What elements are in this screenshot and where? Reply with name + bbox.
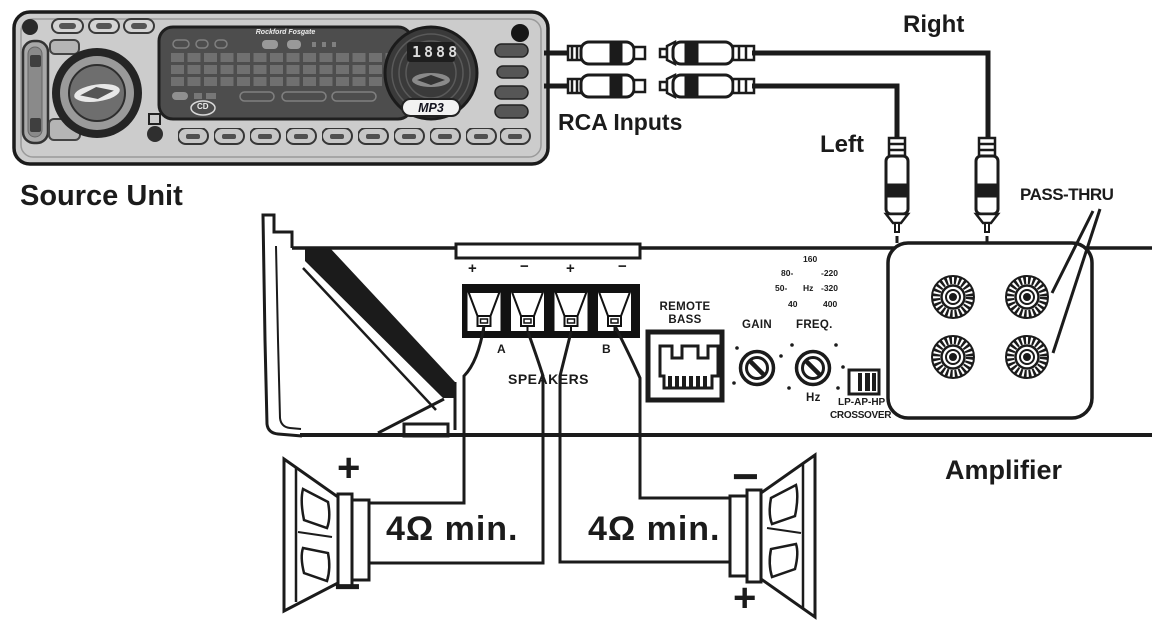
right-cable [752,50,991,138]
rca-inputs-label: RCA Inputs [558,109,683,135]
volume-knob-icon [48,39,142,141]
crossover-switch-icon [847,368,881,396]
speaker-wires [370,325,732,565]
pass-thru-pointer-1 [1050,210,1095,294]
freq-scale-80: 80- [781,268,794,278]
wire-b-minus [613,325,732,500]
knob-tick-dots [732,343,845,390]
freq-scale-400: 400 [823,299,838,309]
crossover-label-1: LP-AP-HP [838,397,886,408]
small-square-button-icon [148,113,161,125]
brand-diamond-icon [412,73,450,87]
right-speaker-minus: − [732,450,759,502]
remote-bass-label-2: BASS [668,314,702,326]
freq-scale-220: -220 [821,268,839,278]
head-unit-display [157,25,414,121]
right-speaker-icon [728,452,817,620]
wire-b-plus [558,331,732,564]
mp3-badge-pill [401,98,461,117]
channel-a-label: A [497,342,506,356]
channel-b-label: B [602,342,611,356]
terminal-polarity-2: − [520,258,529,275]
terminal-polarity-1: + [468,260,477,277]
round-display [383,25,479,121]
source-unit-caption: Source Unit [20,180,183,212]
left-cable [752,83,900,138]
terminal-polarity-3: + [566,260,575,277]
wire-a-minus [370,331,545,565]
left-speaker-plus: + [337,446,361,490]
speaker-terminal-block [462,284,640,338]
freq-scale-50: 50- [775,283,788,293]
passthru-jack-left [1006,336,1048,378]
gain-label: GAIN [742,319,772,331]
small-round-button-icon [147,126,163,142]
left-speaker-icon [282,456,371,614]
left-rca-plug-icon [884,136,910,234]
cd-logo-icon [190,100,216,116]
left-cable-label: Left [820,131,864,158]
speakers-label: SPEAKERS [508,371,590,387]
input-jack-left [932,336,974,378]
right-buttons-icon [494,24,529,119]
amplifier-caption: Amplifier [945,455,1063,485]
freq-scale-160: 160 [803,254,818,264]
right-cable-label: Right [903,11,965,38]
crossover-label-2: CROSSOVER [830,410,892,421]
heatsink-icon [261,213,457,438]
cd-badge: CD [197,102,209,111]
freq-scale-hz: Hz [803,283,814,293]
top-buttons-icon [51,18,155,34]
left-speaker-minus: − [334,560,361,612]
pass-thru-label: PASS-THRU [1020,185,1114,204]
slot-bar [454,242,642,260]
freq-knob-icon [797,352,830,385]
right-rca-plug-icon [974,136,1000,234]
display-digits: 1888 [412,43,461,61]
remote-bass-label-1: REMOTE [659,301,711,313]
brand-diamond-icon [74,83,120,103]
freq-label: FREQ. [796,319,833,331]
pass-thru-pointer-2 [1051,208,1102,354]
pass-thru-panel [886,208,1102,420]
gain-knob-icon [741,352,774,385]
right-speaker-plus: + [733,576,757,620]
input-jack-right [932,276,974,318]
wire-a-plus [370,325,486,505]
eject-button-icon [22,19,38,35]
amplifier-drawing [261,208,1152,565]
remote-bass-jack-icon [645,329,725,403]
brand-logo-text: Rockford Fosgate [255,29,316,36]
freq-unit-label: Hz [806,392,821,404]
freq-scale-40: 40 [788,299,798,309]
passthru-jack-right [1006,276,1048,318]
impedance-label-right: 4Ω min. [588,510,721,548]
freq-scale-320: -320 [821,283,839,293]
impedance-label-left: 4Ω min. [386,510,519,548]
left-rocker-strip-icon [21,39,50,145]
terminal-polarity-4: − [618,258,627,275]
source-unit-drawing [12,10,550,166]
mp3-badge: MP3 [418,101,444,115]
